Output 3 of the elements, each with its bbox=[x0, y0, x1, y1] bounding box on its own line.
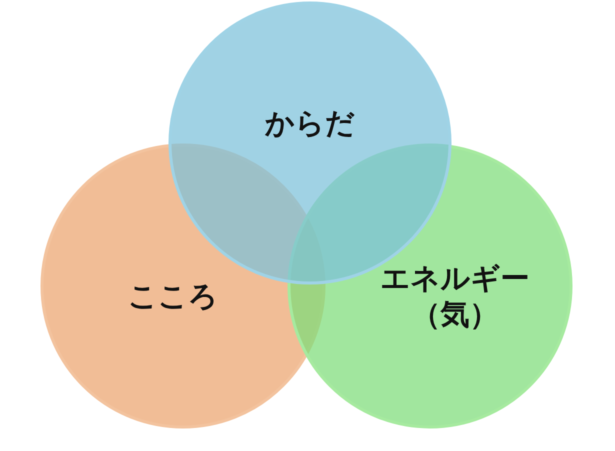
circle-label: こころ bbox=[127, 278, 219, 314]
circle-label: からだ bbox=[264, 105, 356, 142]
circle-label: エネルギー（気） bbox=[380, 260, 530, 332]
